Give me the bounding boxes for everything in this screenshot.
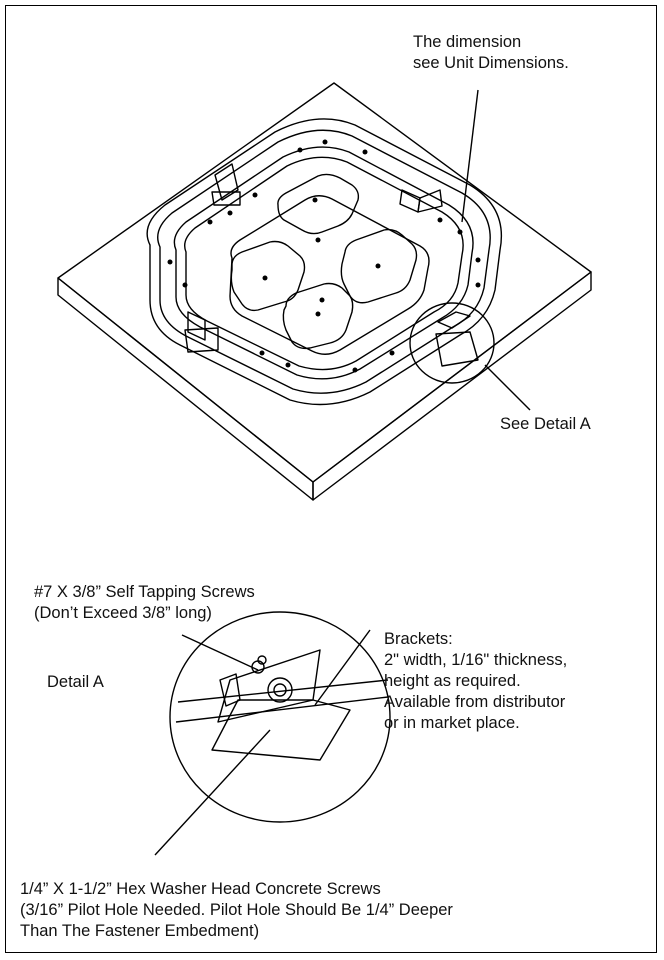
unit-frame bbox=[146, 118, 503, 406]
ceiling-slab bbox=[57, 82, 592, 501]
brackets-line3: Available from distributor bbox=[384, 693, 566, 711]
diagram-frame bbox=[5, 5, 657, 953]
concrete-screw-line1: 1/4” X 1-1/2” Hex Washer Head Concrete S… bbox=[20, 880, 381, 898]
detail-a-view bbox=[154, 611, 391, 856]
brackets-title: Brackets: bbox=[384, 630, 453, 648]
concrete-screw-line2: (3/16” Pilot Hole Needed. Pilot Hole Sho… bbox=[20, 901, 453, 919]
concrete-screw-line3: Than The Fastener Embedment) bbox=[20, 922, 260, 940]
dimension-note-line2: see Unit Dimensions. bbox=[413, 54, 569, 72]
detail-a-label: Detail A bbox=[47, 673, 104, 691]
see-detail-label: See Detail A bbox=[500, 415, 591, 433]
brackets-line4: or in market place. bbox=[384, 714, 520, 732]
brackets-line1: 2" width, 1/16" thickness, bbox=[384, 651, 568, 669]
brackets-line2: height as required. bbox=[384, 672, 521, 690]
self-tapping-line2: (Don’t Exceed 3/8” long) bbox=[34, 604, 212, 622]
frame-holes bbox=[167, 139, 481, 373]
self-tapping-line1: #7 X 3/8” Self Tapping Screws bbox=[34, 583, 255, 601]
mounting-brackets bbox=[184, 163, 479, 367]
detail-callout bbox=[409, 89, 531, 411]
unit-grille bbox=[229, 173, 430, 355]
dimension-note-line1: The dimension bbox=[413, 33, 522, 51]
